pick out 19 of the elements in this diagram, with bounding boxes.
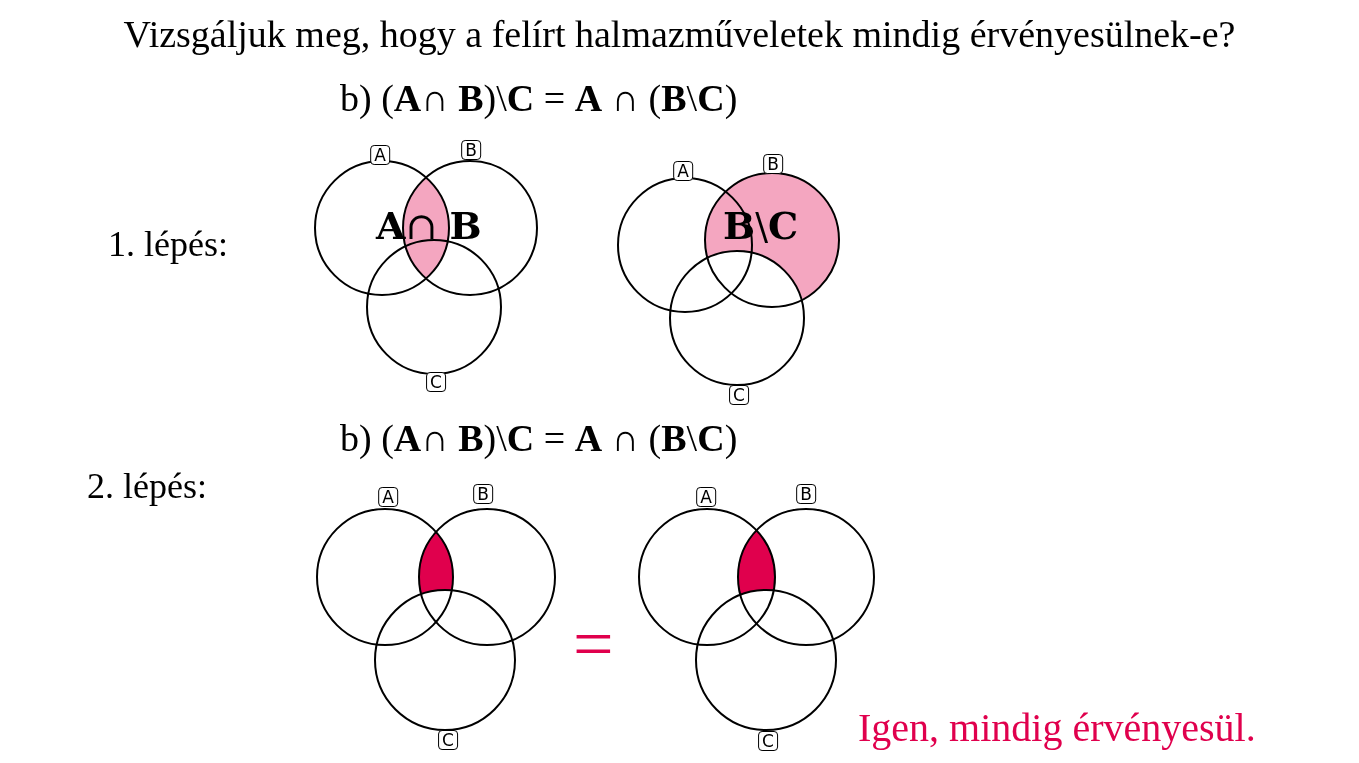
formula: b) (A∩ B)\C = A ∩ (B\C) <box>340 418 738 460</box>
equals-sign: = <box>573 605 614 685</box>
set-label: C <box>758 731 778 751</box>
formula: b) (A∩ B)\C = A ∩ (B\C) <box>340 78 738 120</box>
set-label: B <box>796 484 816 504</box>
set-label: C <box>729 385 749 405</box>
set-label: A <box>696 487 716 507</box>
set-label: C <box>426 372 446 392</box>
set-label: A <box>378 487 398 507</box>
title: Vizsgáljuk meg, hogy a felírt halmazműveletek mindig érvényesülnek-e? <box>122 14 1237 56</box>
set-label: A <box>370 145 390 165</box>
step-label: 2. lépés: <box>87 467 207 507</box>
set-label: A <box>673 161 693 181</box>
set-label: B <box>763 154 783 174</box>
set-label: B <box>473 484 493 504</box>
conclusion-text: Igen, mindig érvényesül. <box>858 706 1256 750</box>
set-label: B <box>461 140 481 160</box>
step-label: 1. lépés: <box>108 225 228 265</box>
set-label: C <box>438 730 458 750</box>
